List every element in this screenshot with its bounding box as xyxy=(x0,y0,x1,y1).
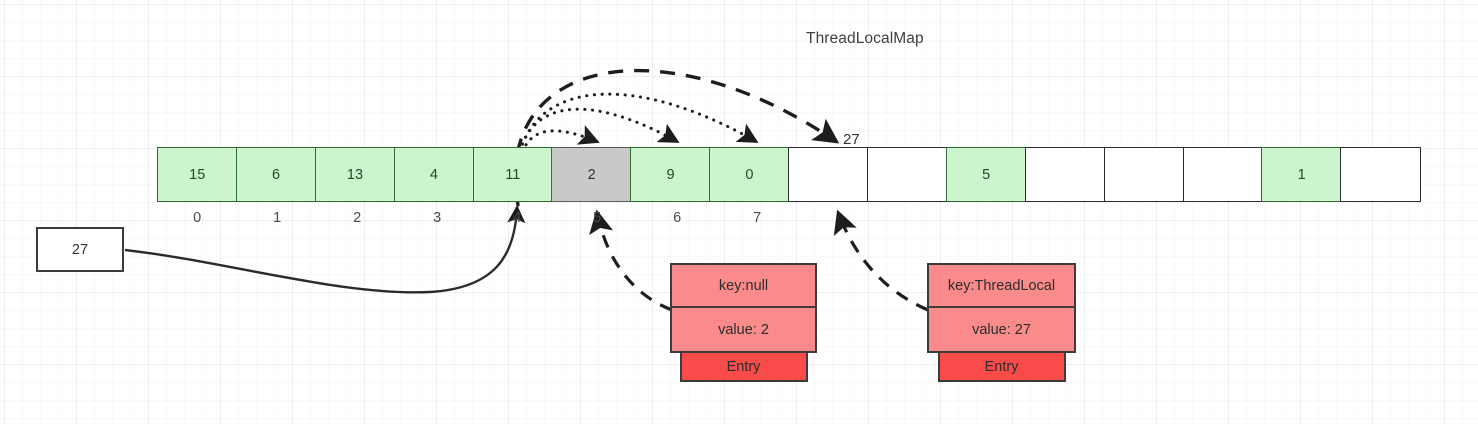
table-cell-1[interactable]: 6 xyxy=(235,147,317,202)
entry-key-row: key:ThreadLocal xyxy=(927,263,1076,308)
entry-node-left[interactable]: key:null value: 2 Entry xyxy=(670,263,817,382)
probe-arc-4-to-6 xyxy=(515,107,680,207)
source-value-box[interactable]: 27 xyxy=(36,227,124,272)
table-cell-value: 1 xyxy=(1297,166,1306,183)
table-cell-value: 9 xyxy=(666,166,675,183)
table-cell-5[interactable]: 2 xyxy=(551,147,632,202)
index-label-7: 7 xyxy=(753,210,762,226)
table-cell-0[interactable]: 15 xyxy=(157,147,238,202)
source-link-curve xyxy=(124,205,526,294)
entry-type-tab: Entry xyxy=(937,353,1066,382)
table-cell-value: 13 xyxy=(346,166,364,183)
table-cell-value: 6 xyxy=(272,166,281,183)
table-cell-value: 0 xyxy=(745,166,754,183)
table-cell-value: 2 xyxy=(587,166,596,183)
entry-type-tab: Entry xyxy=(679,353,808,382)
table-cell-4[interactable]: 11 xyxy=(472,147,553,202)
insert-arrow-label: 27 xyxy=(843,131,860,148)
table-cell-7[interactable]: 0 xyxy=(709,147,790,202)
index-label-1: 1 xyxy=(273,210,282,226)
entry-key-text: key:null xyxy=(718,277,769,294)
index-label-5: 5 xyxy=(593,210,602,226)
table-cell-6[interactable]: 9 xyxy=(630,147,711,202)
table-cell-9[interactable] xyxy=(867,147,948,202)
entry-value-row: value: 2 xyxy=(670,308,817,353)
table-cell-3[interactable]: 4 xyxy=(393,147,475,202)
entry-value-text: value: 2 xyxy=(718,321,769,338)
entry-type-text: Entry xyxy=(984,358,1019,375)
table-cell-2[interactable]: 13 xyxy=(314,147,396,202)
table-cell-12[interactable] xyxy=(1103,147,1185,202)
entry-right-link xyxy=(833,209,929,312)
index-label-3: 3 xyxy=(433,210,442,226)
probe-arc-4-to-7 xyxy=(514,92,759,207)
table-cell-10[interactable]: 5 xyxy=(945,147,1027,202)
table-cell-14[interactable]: 1 xyxy=(1261,147,1342,202)
entry-type-text: Entry xyxy=(726,358,761,375)
page-title: ThreadLocalMap xyxy=(806,30,924,47)
entry-value-row: value: 27 xyxy=(927,308,1076,353)
source-value-text: 27 xyxy=(71,241,89,258)
table-cell-15[interactable] xyxy=(1340,147,1421,202)
entry-left-link xyxy=(589,209,673,312)
entry-key-text: key:ThreadLocal xyxy=(947,277,1056,294)
table-cell-value: 4 xyxy=(429,166,438,183)
table-cell-11[interactable] xyxy=(1024,147,1106,202)
table-cell-value: 15 xyxy=(189,166,206,183)
threadlocalmap-table: 15 6 13 4 11 2 9 0 5 1 xyxy=(157,147,1421,202)
index-label-4: 4 xyxy=(513,210,522,226)
table-cell-value: 11 xyxy=(505,166,521,183)
entry-node-right[interactable]: key:ThreadLocal value: 27 Entry xyxy=(927,263,1076,382)
table-cell-13[interactable] xyxy=(1182,147,1263,202)
index-label-6: 6 xyxy=(673,210,682,226)
table-cell-value: 5 xyxy=(982,166,991,183)
entry-key-row: key:null xyxy=(670,263,817,308)
table-cell-8[interactable] xyxy=(788,147,869,202)
entry-value-text: value: 27 xyxy=(972,321,1031,338)
index-label-2: 2 xyxy=(353,210,362,226)
index-label-0: 0 xyxy=(193,210,202,226)
